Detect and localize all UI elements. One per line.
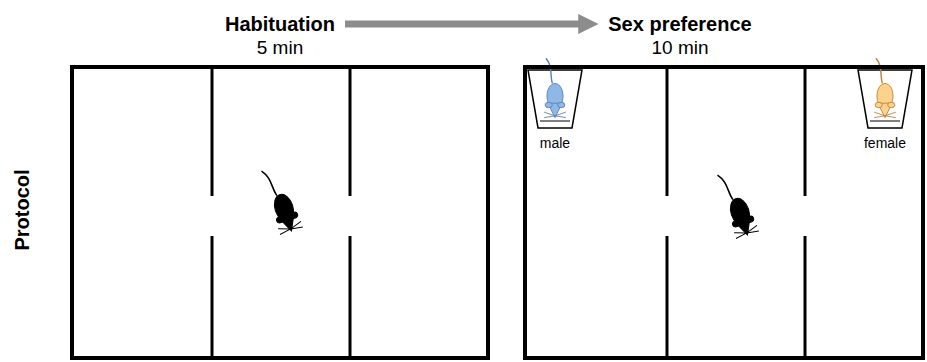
test-mouse [260, 164, 303, 234]
phase-duration: 5 min [257, 36, 303, 60]
stimulus-label: male [525, 131, 585, 155]
arena-outline [70, 65, 490, 360]
phase-arrow [345, 21, 580, 28]
chamber-divider [212, 67, 805, 358]
test-mouse [716, 168, 759, 238]
arena-node: Sex preference10 min [523, 0, 925, 360]
arena-outline [523, 65, 925, 360]
phase-title: Sex preference [608, 12, 751, 36]
stimulus-label: female [852, 131, 918, 155]
arena-node: Habituation5 min [70, 0, 490, 360]
phase-duration: 10 min [651, 36, 708, 60]
row-label: Protocol [10, 150, 34, 270]
phase-title: Habituation [225, 12, 335, 36]
